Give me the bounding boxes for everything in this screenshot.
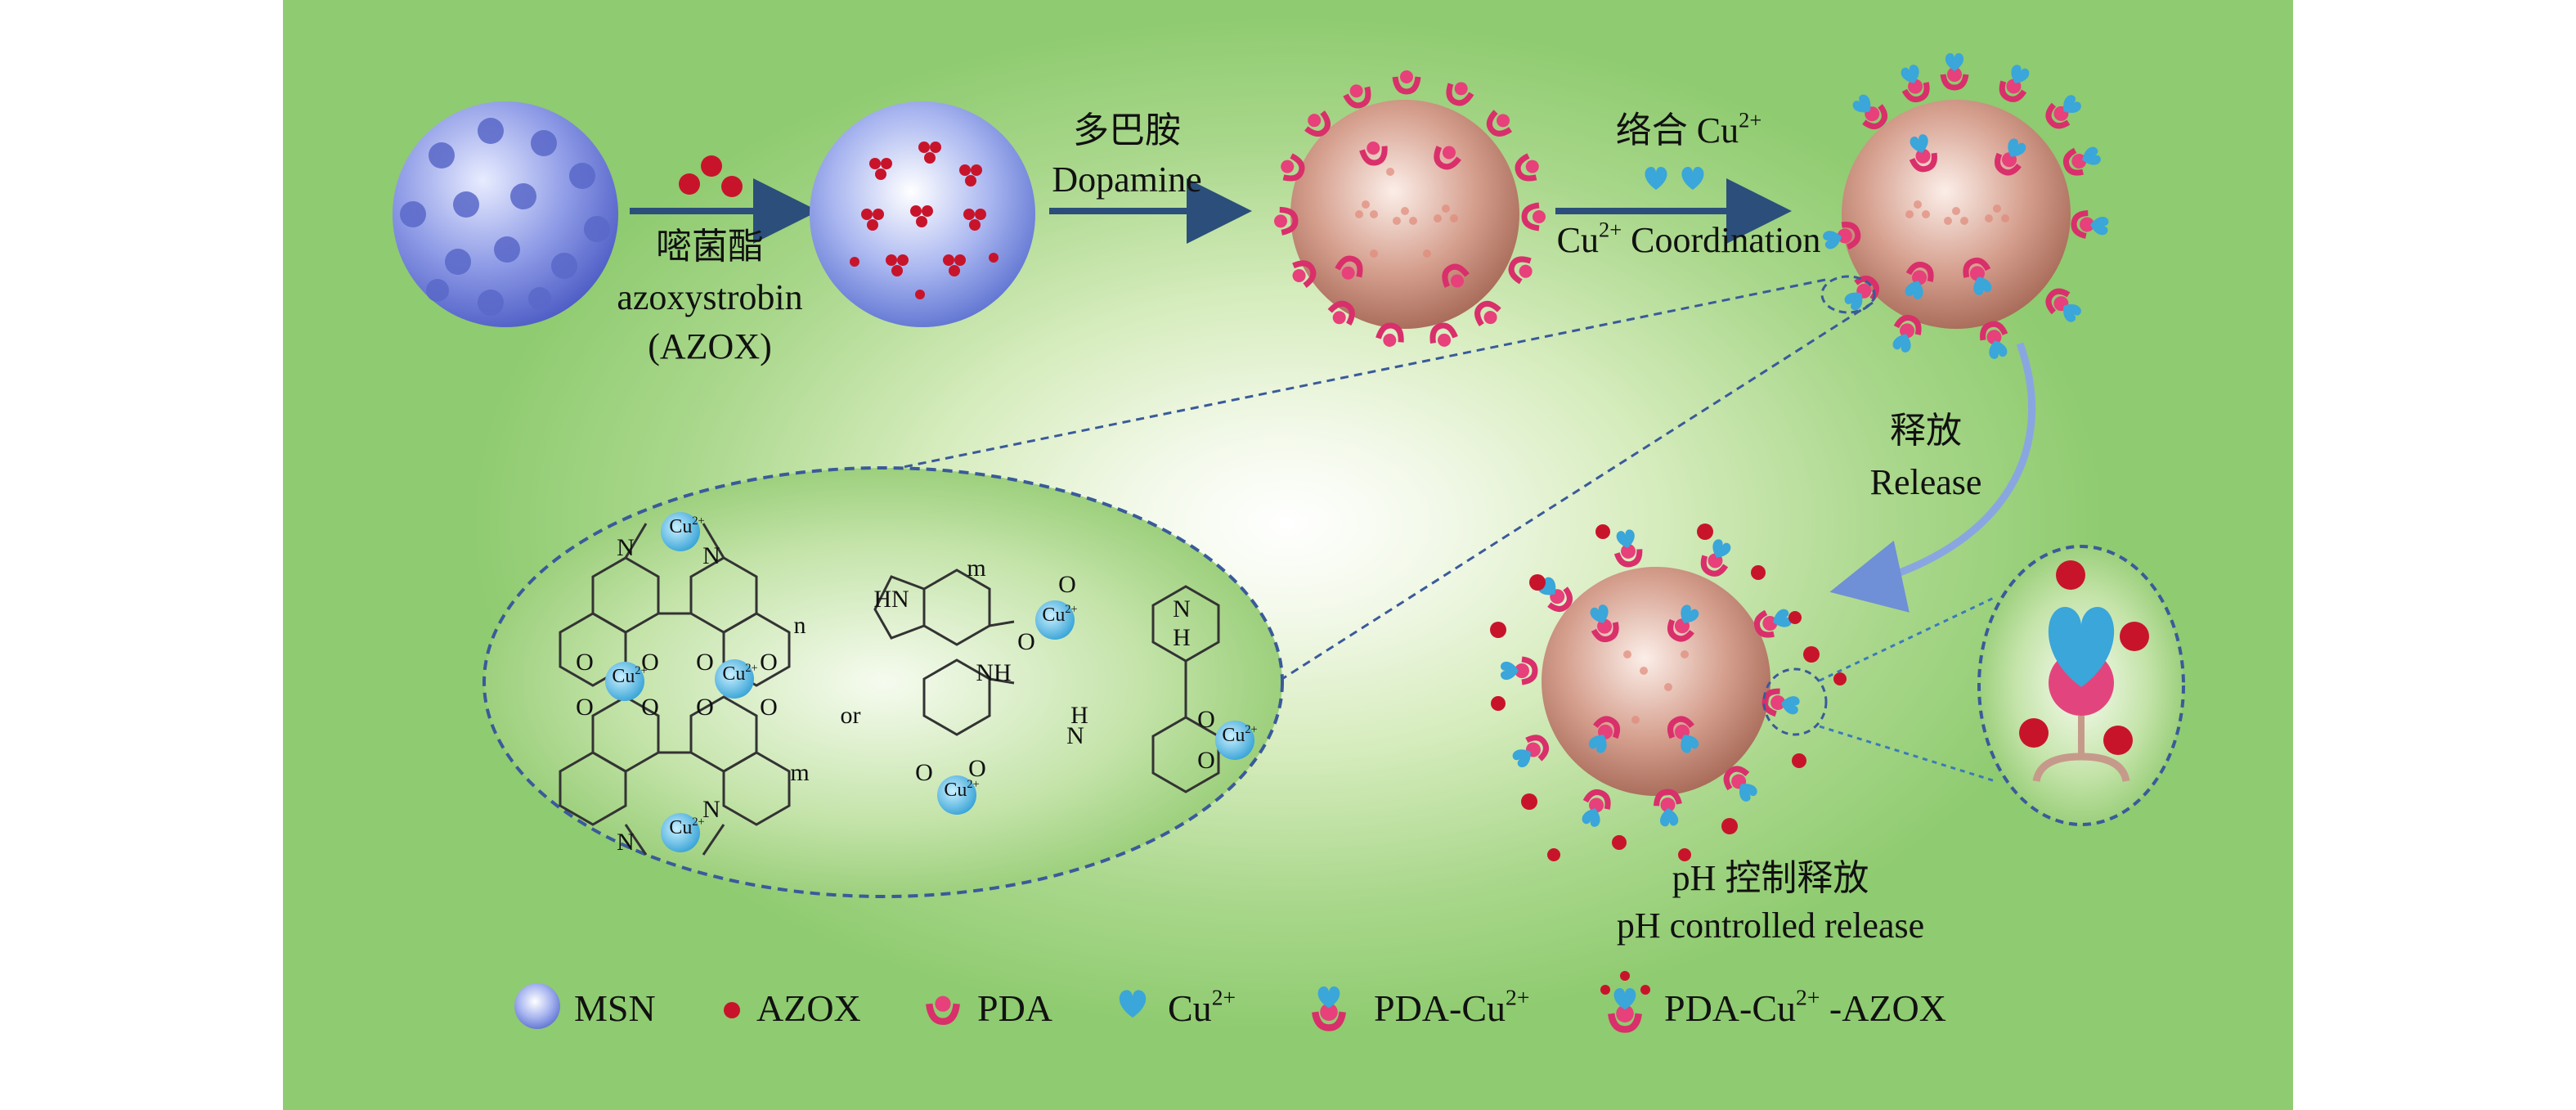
release-zh-label: 释放	[1890, 411, 1962, 451]
legend-cu-label: Cu2+	[1168, 984, 1236, 1029]
chem-n-3: N	[617, 829, 635, 856]
legend-pda-icon	[929, 996, 957, 1022]
legend-msn-icon	[514, 983, 560, 1029]
step1-en-label: azoxystrobin	[617, 277, 803, 317]
chem-cu-3: Cu2+	[722, 661, 758, 685]
chem-cu-7: Cu2+	[1222, 722, 1258, 746]
chem-cu-6: Cu2+	[944, 777, 980, 801]
zoom-marker-top	[1820, 275, 1876, 314]
detail-ellipse	[1977, 545, 2185, 826]
chem-index-m-left: m	[790, 759, 810, 786]
chem-o-7: O	[696, 694, 714, 721]
zoom-line-1	[866, 278, 1826, 476]
step1-zh-label: 嘧菌酯	[656, 227, 764, 267]
ph-release-zh-label: pH 控制释放	[1672, 858, 1869, 898]
chem-o-13: O	[1197, 706, 1215, 733]
release-arrow	[1829, 342, 2036, 613]
cu-ions	[605, 512, 1254, 852]
zoom-marker-bottom	[1762, 667, 1828, 736]
pda-coated-sphere	[1273, 70, 1546, 349]
released-sphere	[1490, 524, 1847, 861]
legend-azox-label: AZOX	[756, 987, 861, 1029]
chem-nh-1: NH	[976, 659, 1012, 686]
pda-cu-sphere	[1821, 53, 2109, 361]
chem-o-11: O	[915, 759, 933, 786]
release-en-label: Release	[1869, 462, 1982, 502]
legend-pda-cu-azox-label: PDA-Cu2+ -AZOX	[1664, 984, 1946, 1029]
chem-cu-5: Cu2+	[1042, 602, 1078, 626]
step2-en-label: Dopamine	[1052, 160, 1202, 200]
legend-pda-cu-icon	[1315, 986, 1343, 1027]
chem-cu-1: Cu2+	[669, 514, 705, 537]
ph-release-en-label: pH controlled release	[1616, 906, 1925, 946]
chem-h-2: H	[1173, 624, 1191, 651]
step1-abbr-label: (AZOX)	[648, 326, 772, 366]
chem-o-12: O	[968, 755, 986, 782]
chem-o-9: O	[1058, 571, 1076, 598]
zoom-line-2	[1275, 301, 1874, 685]
legend-icons	[514, 971, 1650, 1029]
chem-n-1: N	[617, 534, 635, 561]
chem-o-4: O	[760, 649, 778, 676]
chem-n-4: N	[702, 796, 720, 823]
zoom-line-3	[1819, 595, 1996, 682]
legend-cu-icon	[1119, 990, 1147, 1018]
chem-cu-2: Cu2+	[612, 663, 648, 687]
legend-pda-cu-azox-icon	[1600, 971, 1650, 1029]
chemical-structure-ellipse	[482, 466, 1284, 898]
chem-n-2: N	[702, 542, 720, 569]
chem-index-m-right: m	[967, 555, 986, 582]
legend-pda-cu-label: PDA-Cu2+	[1374, 984, 1530, 1029]
cu-hearts	[1645, 167, 1667, 190]
chem-o-2: O	[641, 649, 659, 676]
chem-h-1: H	[1070, 702, 1088, 729]
msn-sphere	[393, 101, 618, 327]
legend-azox-icon	[724, 1002, 740, 1018]
chem-o-14: O	[1197, 747, 1215, 774]
chem-n-6: N	[1173, 595, 1191, 622]
chem-o-1: O	[576, 649, 594, 676]
chem-o-10: O	[1017, 628, 1035, 655]
zoom-line-4	[1819, 725, 1996, 783]
step2-zh-label: 多巴胺	[1073, 110, 1181, 151]
step3-zh-label: 络合 Cu2+	[1615, 107, 1762, 151]
msn-loaded-sphere	[810, 101, 1035, 327]
chem-o-8: O	[760, 694, 778, 721]
step3-en-label: Cu2+ Coordination	[1556, 217, 1821, 260]
chem-cu-4: Cu2+	[669, 815, 705, 838]
legend-msn-label: MSN	[574, 987, 656, 1029]
chem-or-label: or	[840, 702, 861, 729]
chem-o-6: O	[641, 694, 659, 721]
chem-n-5: N	[1066, 722, 1084, 749]
legend-pda-label: PDA	[977, 987, 1053, 1029]
chem-hn-1: HN	[873, 586, 909, 613]
chem-index-n: n	[793, 612, 806, 639]
chem-o-3: O	[696, 649, 714, 676]
azox-dots	[679, 155, 743, 197]
chem-o-5: O	[576, 694, 594, 721]
